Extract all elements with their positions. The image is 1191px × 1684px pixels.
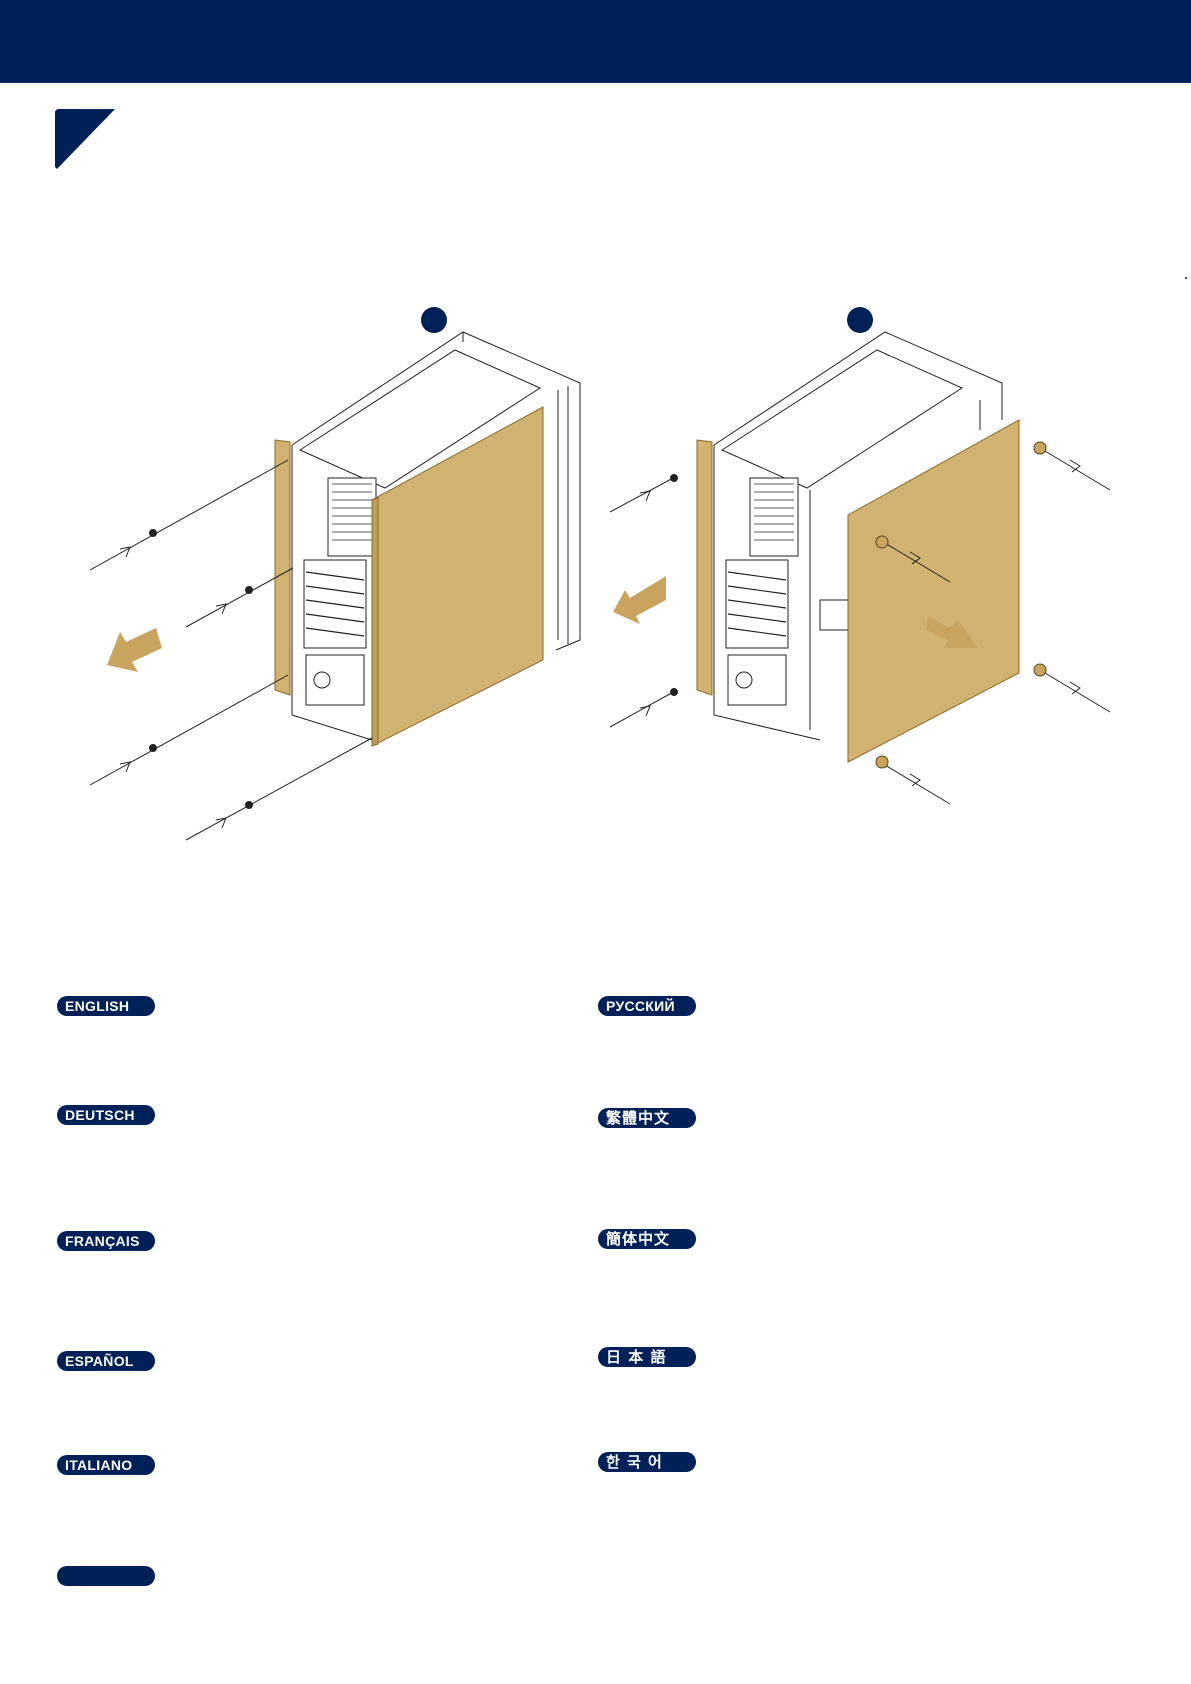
lang-italiano-badge: ITALIANO <box>57 1455 155 1475</box>
lang-korean-badge: 한 국 어 <box>598 1452 696 1472</box>
lang-english-badge: ENGLISH <box>57 996 155 1016</box>
lang-russian-badge: РУССКИЙ <box>598 996 696 1016</box>
header-bar <box>0 0 1191 83</box>
stray-mark <box>1185 277 1187 279</box>
step-1-illustration <box>89 307 581 841</box>
step-2-illustration <box>609 307 1111 805</box>
step-2-marker <box>847 307 873 333</box>
step-1-marker <box>421 307 447 333</box>
lang-espanol-badge: ESPAÑOL <box>57 1351 155 1371</box>
lang-japanese-badge: 日 本 語 <box>598 1347 696 1367</box>
section-marker-icon <box>55 109 115 169</box>
lang-francais-badge: FRANÇAIS <box>57 1231 155 1251</box>
side-panel-removal-illustration <box>89 307 1111 841</box>
lang-blank-badge <box>57 1566 155 1586</box>
lang-simplified-chinese-badge: 簡体中文 <box>598 1229 696 1249</box>
lang-deutsch-badge: DEUTSCH <box>57 1105 155 1125</box>
lang-traditional-chinese-badge: 繁體中文 <box>598 1108 696 1128</box>
